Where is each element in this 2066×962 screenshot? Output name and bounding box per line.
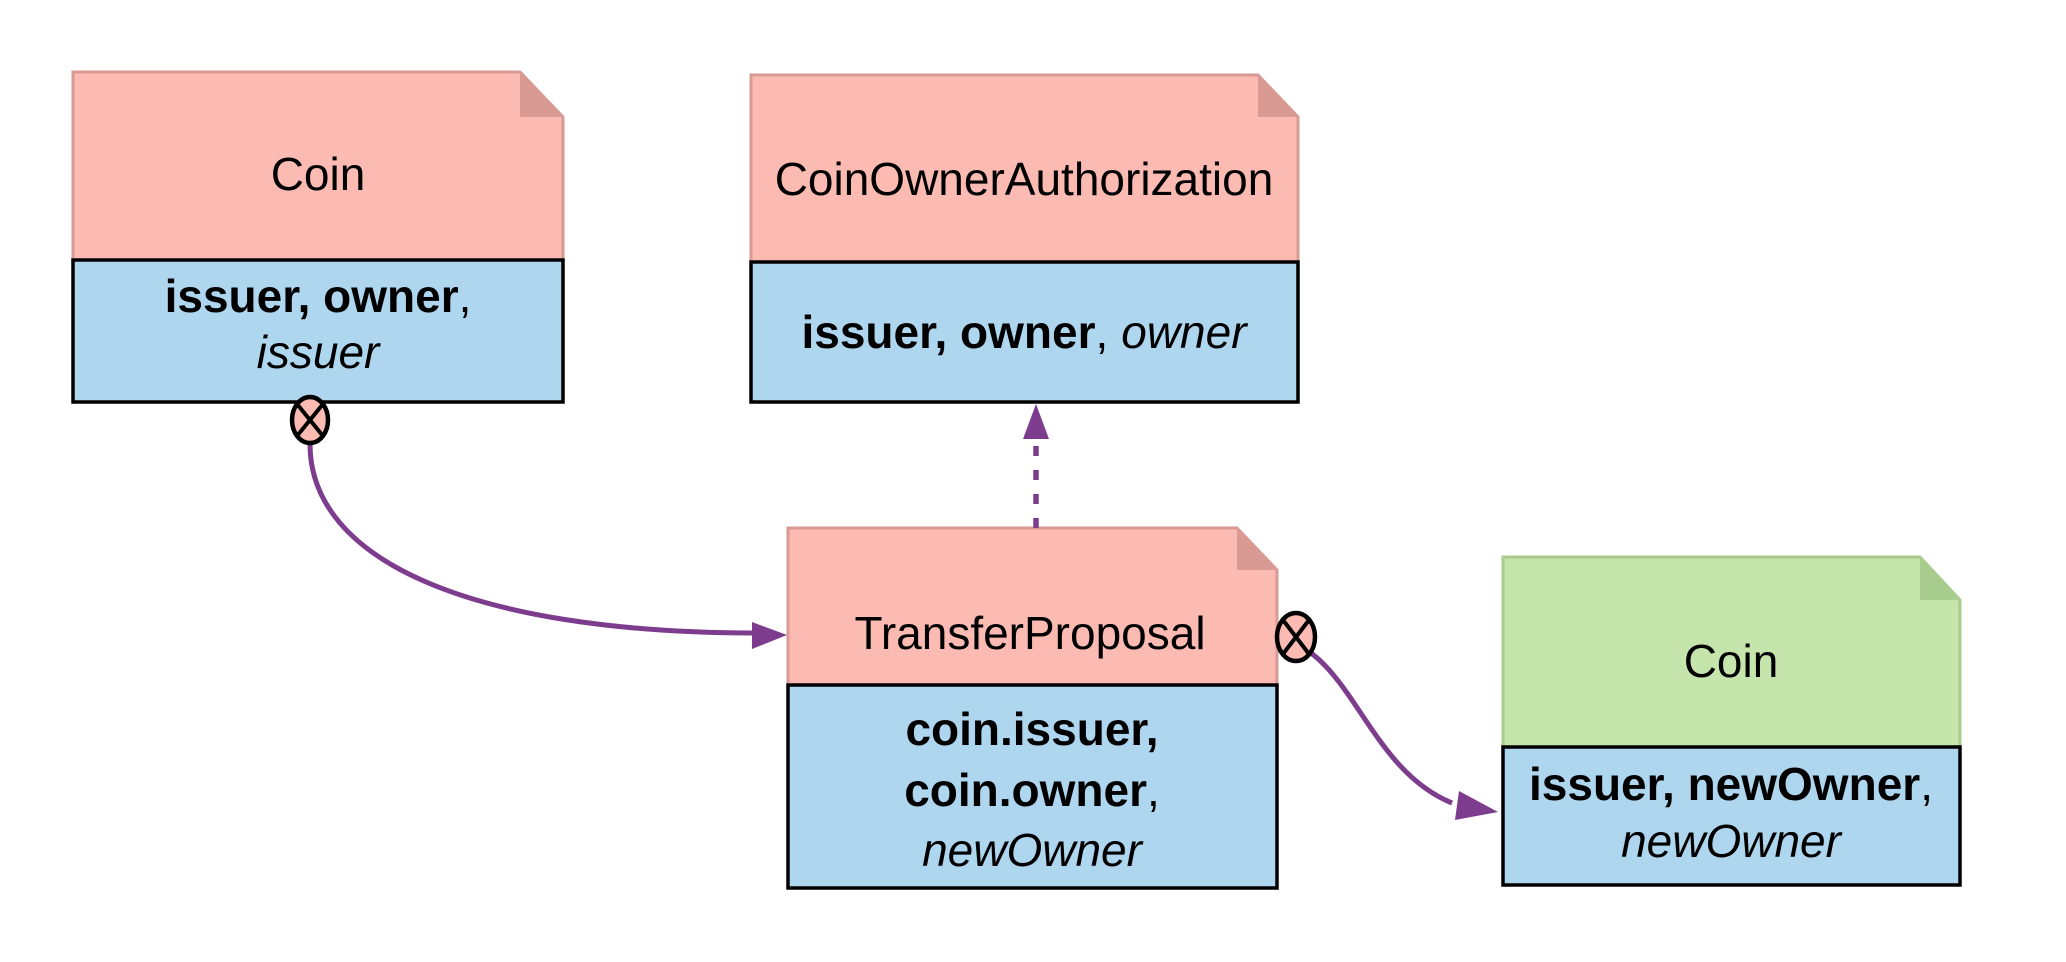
consuming-choice-icon [289, 394, 331, 446]
parties-panel [1501, 745, 1962, 887]
coin-original-card: Coin issuer, owner, issuer [71, 70, 565, 404]
template-name: TransferProposal [854, 607, 1205, 659]
observer-segment: newOwner [922, 824, 1144, 876]
observers-line: newOwner [1621, 815, 1843, 867]
observers-line: newOwner [922, 824, 1144, 876]
folded-corner-icon [520, 72, 563, 117]
signatories-line: coin.issuer, [905, 703, 1158, 755]
consuming-choice-icon [1274, 610, 1318, 664]
template-header-note [1501, 555, 1962, 749]
observer-segment: owner [1121, 306, 1248, 358]
folded-corner-icon [1258, 75, 1298, 117]
arrowhead-icon [752, 622, 787, 649]
folded-corner-icon [1237, 528, 1277, 570]
coin-owner-authorization-card: CoinOwnerAuthorization issuer, owner,own… [749, 73, 1300, 404]
signatories-line: issuer, owner, [165, 270, 472, 322]
signatory-segment: issuer, owner [165, 270, 459, 322]
observer-segment: issuer [257, 326, 381, 378]
template-header-note [71, 70, 565, 262]
arrow-curve [1277, 635, 1453, 806]
arrowhead-icon [1455, 791, 1498, 820]
transferproposal-to-authorization-dashed-arrow [1023, 404, 1049, 528]
signatories-line: issuer, newOwner, [1529, 758, 1933, 810]
parties-panel [71, 258, 565, 404]
template-name: Coin [271, 148, 366, 200]
signatory-segment: issuer, owner [801, 306, 1095, 358]
arrowhead-icon [1023, 404, 1049, 439]
arrow-curve [307, 443, 753, 636]
choice-x-stroke [1281, 618, 1311, 656]
separator-segment: , [1920, 758, 1933, 810]
separator-segment: , [1095, 306, 1108, 358]
observers-line: issuer [257, 326, 381, 378]
separator-segment: , [459, 270, 472, 322]
signatories-line: coin.owner, [904, 764, 1160, 816]
coin-new-card: Coin issuer, newOwner, newOwner [1501, 555, 1962, 887]
signatories-line: issuer, owner,owner [801, 306, 1248, 358]
template-name: Coin [1684, 635, 1779, 687]
observer-segment: newOwner [1621, 815, 1843, 867]
transfer-proposal-card: TransferProposal coin.issuer, coin.owner… [786, 526, 1279, 890]
choice-x-stroke [295, 402, 325, 438]
template-name: CoinOwnerAuthorization [775, 153, 1274, 205]
coin-to-transferproposal-arrow [307, 443, 787, 649]
signatory-segment: issuer, newOwner [1529, 758, 1920, 810]
separator-segment: , [1147, 764, 1160, 816]
signatory-segment: coin.issuer, [905, 703, 1158, 755]
template-header-note [749, 73, 1300, 264]
transferproposal-to-newcoin-arrow [1277, 635, 1498, 820]
parties-panel [749, 260, 1300, 404]
folded-corner-icon [1920, 557, 1960, 600]
parties-panel [786, 683, 1279, 890]
signatory-segment: coin.owner [904, 764, 1147, 816]
